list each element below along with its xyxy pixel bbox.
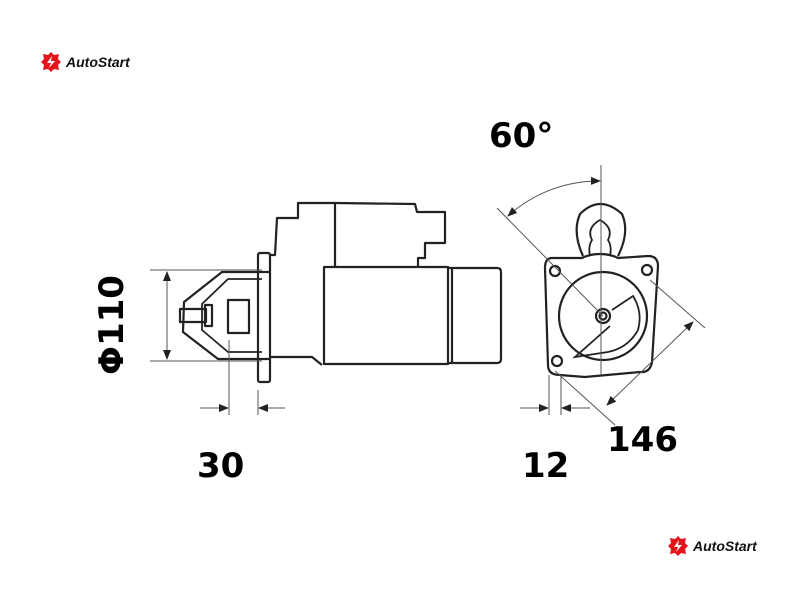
angle-label: 60° xyxy=(489,116,554,156)
drive-nose xyxy=(181,270,270,361)
end-cap xyxy=(448,266,503,365)
mounting-flange xyxy=(256,251,272,384)
pinion-housing xyxy=(557,270,649,362)
gear-bolt-icon xyxy=(41,52,61,72)
bolt-spacing-label: 146 xyxy=(607,420,678,460)
flange-thickness-label: 12 xyxy=(522,446,570,486)
gear-bolt-icon xyxy=(668,536,688,556)
motor-body xyxy=(322,265,450,366)
brand-logo-top: AutoStart xyxy=(40,51,130,73)
solenoid-outline xyxy=(270,201,447,267)
side-view xyxy=(178,201,503,384)
diameter-label: Φ110 xyxy=(92,275,132,375)
brand-name: AutoStart xyxy=(66,54,130,70)
pilot-length-label: 30 xyxy=(197,446,245,486)
brand-name: AutoStart xyxy=(693,538,757,554)
front-dimensions xyxy=(496,165,706,426)
brand-logo-bottom: AutoStart xyxy=(667,535,757,557)
side-dimensions xyxy=(150,269,285,415)
